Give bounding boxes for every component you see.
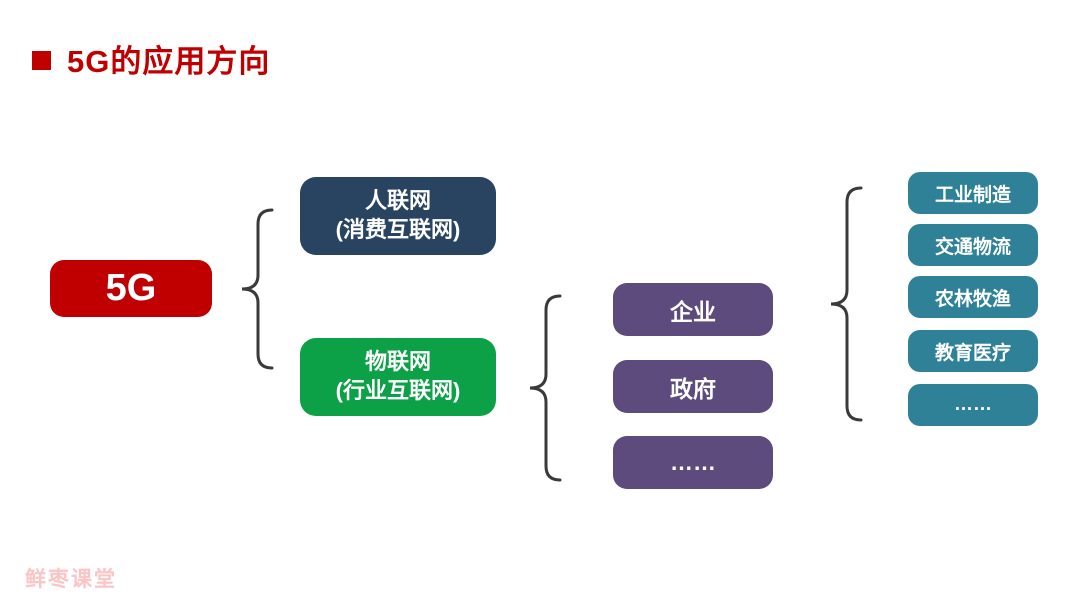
node-industry-internet: 物联网 (行业互联网)	[300, 338, 496, 416]
brace-root-to-networks-icon	[241, 208, 274, 370]
brace-iot-to-customers-icon	[529, 294, 562, 482]
node-government: 政府	[613, 360, 773, 413]
node-industry-internet-line2: (行业互联网)	[335, 378, 461, 403]
node-transport-logistics: 交通物流	[908, 224, 1038, 266]
node-consumer-internet-line1: 人联网	[364, 188, 431, 214]
title-bullet-icon	[32, 51, 51, 70]
node-consumer-internet: 人联网 (消费互联网)	[300, 177, 496, 255]
node-iot-ellipsis: ……	[613, 436, 773, 489]
node-5g: 5G	[50, 260, 212, 317]
node-industry-internet-line1: 物联网	[364, 349, 431, 375]
node-enterprise: 企业	[613, 283, 773, 336]
node-agriculture: 农林牧渔	[908, 276, 1038, 318]
page-title: 5G的应用方向	[67, 44, 271, 79]
node-consumer-internet-line2: (消费互联网)	[335, 217, 461, 242]
title-row: 5G的应用方向	[32, 36, 270, 81]
node-industrial-manufacturing: 工业制造	[908, 172, 1038, 214]
watermark: 鲜枣课堂	[25, 568, 117, 591]
node-education-medical: 教育医疗	[908, 330, 1038, 372]
brace-enterprise-to-industries-icon	[830, 186, 863, 422]
node-industries-ellipsis: ……	[908, 384, 1038, 426]
